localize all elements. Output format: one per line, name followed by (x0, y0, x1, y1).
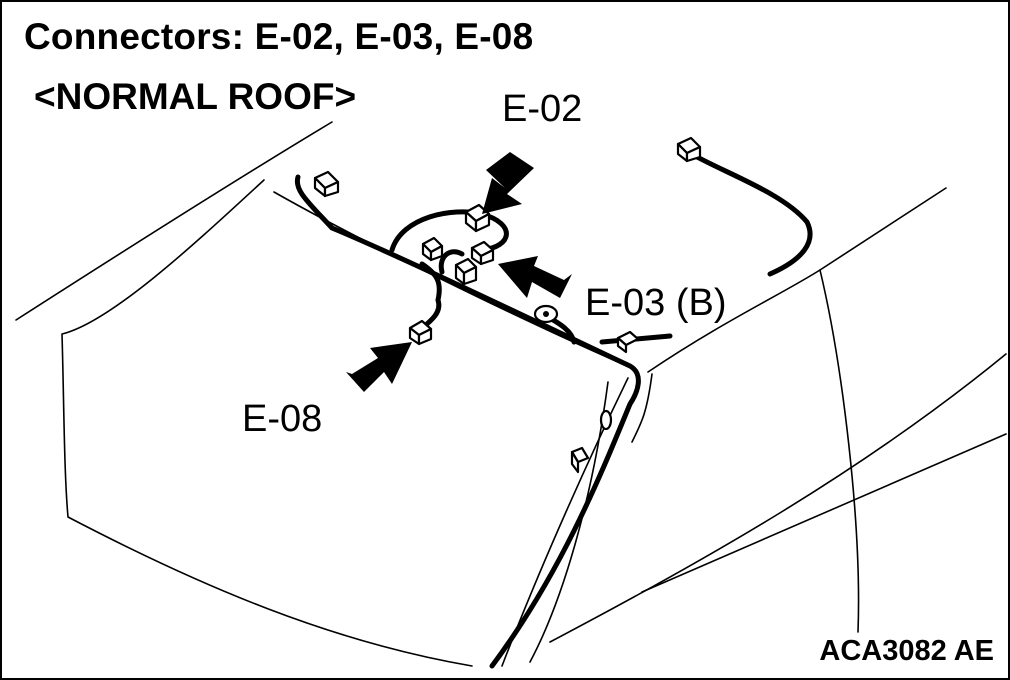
side-panel-line (641, 433, 1007, 593)
roof-right-edge (819, 187, 947, 271)
windshield-outer-edge (61, 179, 473, 667)
connector-e08 (408, 319, 433, 346)
pillar-clip (599, 409, 613, 431)
rear-harness (685, 149, 813, 277)
figure-code: ACA3082 AE (819, 635, 994, 667)
connector-e02 (464, 203, 491, 233)
label-e03: E-03 (B) (585, 282, 727, 324)
arrow-e03 (498, 256, 572, 298)
diagram-subtitle: <NORMAL ROOF> (34, 76, 357, 117)
arrow-e02 (482, 152, 534, 214)
connector-roof-right (616, 330, 640, 354)
ground-terminal-hole (543, 311, 549, 317)
connector-left-small (421, 236, 444, 262)
connector-e03-a (470, 240, 495, 266)
body-side-line (549, 353, 1007, 643)
harness-branch-left (419, 261, 442, 303)
label-e08: E-08 (242, 398, 323, 440)
front-pillar-line (631, 373, 653, 443)
hood-outline (15, 121, 333, 321)
label-e02: E-02 (502, 88, 583, 130)
rear-pillar-line (819, 269, 860, 633)
connector-top-left (313, 170, 340, 198)
harness-side-branch (438, 249, 465, 275)
connector-rear (676, 136, 702, 163)
roof-rear-edge (647, 269, 821, 373)
diagram-title: Connectors: E-02, E-03, E-08 (24, 16, 534, 57)
roof-harness-main (294, 174, 641, 669)
arrow-e08 (346, 342, 412, 392)
connector-pillar (570, 446, 590, 474)
door-line (529, 381, 609, 663)
connector-e03-b (454, 257, 478, 286)
